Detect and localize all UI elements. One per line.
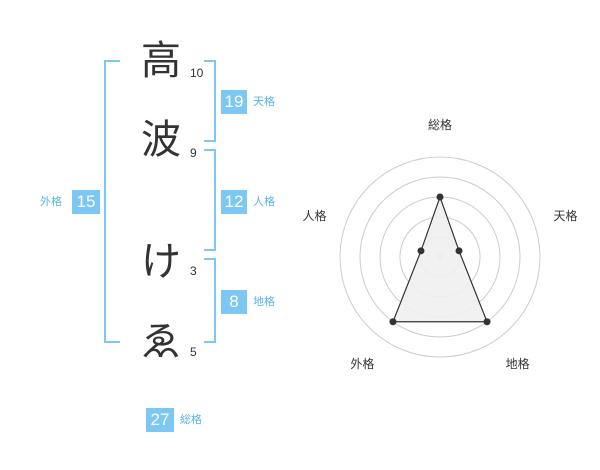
soukaku-label: 総格 [180, 413, 202, 426]
jinkaku-value: 12 [221, 190, 247, 214]
radar-axis-label: 総格 [428, 117, 452, 132]
stroke-count-4: 5 [190, 345, 197, 359]
gaikaku-bracket [104, 60, 120, 343]
radar-data-point [436, 193, 444, 201]
name-char-2: 波 [141, 117, 181, 163]
radar-ring [359, 176, 521, 338]
chikaku-label: 地格 [253, 295, 275, 308]
stroke-count-2: 9 [190, 146, 197, 160]
radar-axis-label: 地格 [506, 356, 530, 370]
radar-axis-label: 人格 [302, 208, 326, 223]
radar-axis-label: 天格 [554, 208, 578, 223]
tenkaku-value: 19 [221, 90, 247, 114]
radar-data-point [417, 247, 425, 255]
chikaku-value: 8 [221, 290, 247, 314]
name-char-1: 高 [141, 38, 181, 84]
soukaku-value: 27 [146, 408, 174, 432]
tenkaku-bracket [204, 60, 216, 142]
name-char-4: ゑ [141, 319, 181, 365]
stroke-count-1: 10 [190, 66, 204, 80]
name-char-3: け [141, 239, 181, 285]
radar-data-point [389, 318, 397, 326]
radar-ring [339, 156, 541, 358]
radar-data-polygon [392, 195, 488, 323]
gaikaku-label: 外格 [40, 195, 62, 208]
radar-data-point [483, 318, 491, 326]
radar-data-points [389, 193, 491, 326]
gaikaku-value: 15 [72, 190, 100, 214]
chikaku-bracket [204, 258, 216, 343]
stroke-count-3: 3 [190, 264, 197, 278]
jinkaku-bracket [204, 149, 216, 251]
jinkaku-label: 人格 [253, 195, 275, 208]
tenkaku-label: 天格 [253, 95, 275, 108]
radar-data-point [455, 247, 463, 255]
radar-axis-label: 外格 [350, 356, 374, 370]
